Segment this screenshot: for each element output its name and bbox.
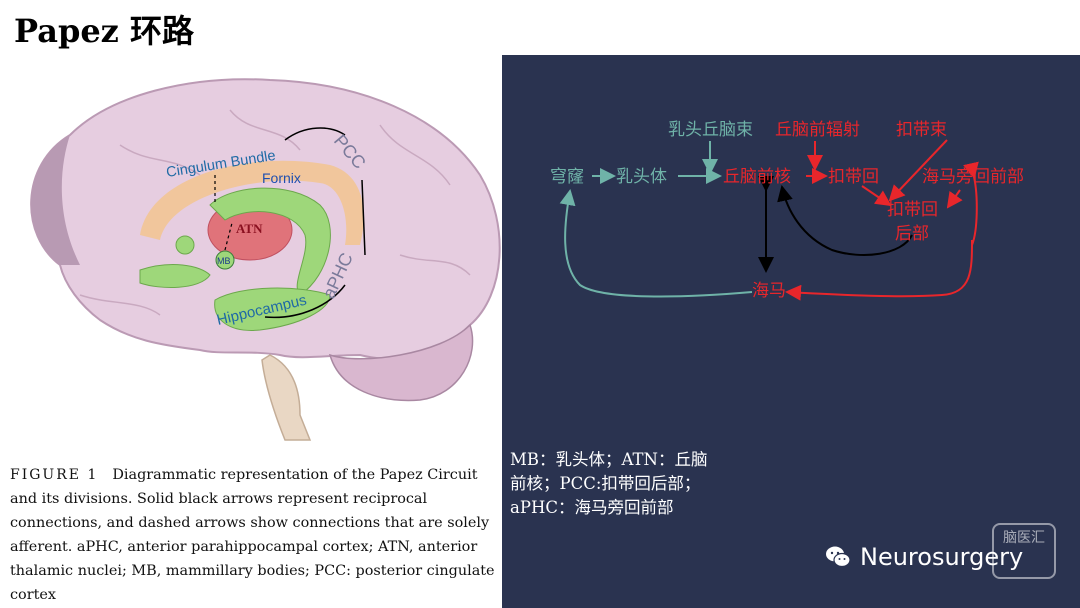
hippocampus-arrow — [264, 284, 346, 319]
edge-pcc-hipp — [785, 239, 973, 301]
wechat-icon — [826, 546, 851, 568]
node-mb: 乳头体 — [616, 167, 667, 187]
figure-caption-text: Diagrammatic representation of the Papez… — [10, 467, 495, 603]
flow-panel: 穹窿 乳头体 乳头丘脑束 丘脑前核 丘脑前辐射 扣带束 扣带回 海马旁回前部 扣… — [502, 55, 1080, 608]
watermark-text: Neurosurgery — [860, 543, 1024, 571]
node-cingbundle: 扣带束 — [896, 120, 947, 140]
edge-aphc-loop — [963, 161, 979, 246]
edge-hipp-fornix — [559, 189, 753, 298]
abbreviation-legend: MB：乳头体；ATN：丘脑前核；PCC:扣带回后部；aPHC：海马旁回前部 — [510, 450, 708, 517]
node-atn: 丘脑前核 — [723, 167, 791, 187]
brain-back-shade — [31, 135, 81, 265]
papez-flow-diagram: 穹窿 乳头体 乳头丘脑束 丘脑前核 丘脑前辐射 扣带束 扣带回 海马旁回前部 扣… — [550, 120, 1024, 301]
aphc-arrow — [361, 179, 366, 256]
figure-label: FIGURE 1 — [10, 467, 99, 483]
node-pcc-line1: 扣带回 — [887, 200, 938, 220]
edge-cingbundle-pcc — [888, 139, 948, 202]
mb-shape — [215, 250, 235, 270]
node-mtt: 乳头丘脑束 — [668, 120, 753, 140]
atn-label: ATN — [236, 221, 263, 236]
node-fornix: 穹窿 — [550, 167, 584, 187]
edge-aphc-pcc — [946, 189, 963, 209]
mb-dashed-arrow — [224, 222, 233, 251]
figure-panel: Cingulum Bundle Fornix PCC ATN MB aPHC H… — [0, 55, 502, 608]
fornix-label: Fornix — [262, 170, 301, 186]
node-pcc-line2: 后部 — [895, 224, 929, 244]
hippocampus-shape — [214, 287, 331, 331]
node-thalrad: 丘脑前辐射 — [775, 120, 860, 140]
brainstem — [261, 354, 312, 441]
edge-pcc-atn — [777, 185, 913, 256]
cerebellum — [328, 323, 474, 402]
mb-label: MB — [217, 256, 231, 266]
node-aphc: 海马旁回前部 — [922, 167, 1024, 187]
brain-diagram: Cingulum Bundle Fornix PCC ATN MB aPHC H… — [30, 78, 501, 441]
edge-cing-pcc — [861, 185, 892, 207]
watermark: Neurosurgery — [824, 542, 1023, 572]
page-title: Papez 环路 — [14, 12, 194, 50]
node-hippocampus: 海马 — [752, 281, 786, 301]
node-cinggyrus: 扣带回 — [828, 167, 879, 187]
cingulum-bundle-shape — [140, 160, 364, 245]
pcc-arrow — [284, 127, 346, 141]
brand-stamp: 脑医汇 — [992, 523, 1056, 579]
